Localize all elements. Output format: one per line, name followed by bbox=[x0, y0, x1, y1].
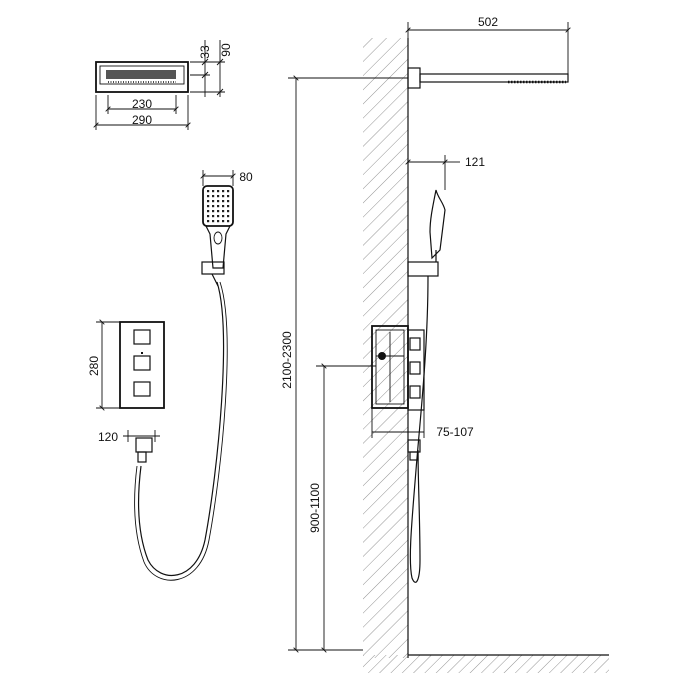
dim-overhead-length: 502 bbox=[408, 15, 568, 74]
floor bbox=[363, 654, 609, 673]
dim-head-outer-width: 290 bbox=[96, 95, 188, 130]
nozzle-dot bbox=[222, 190, 225, 193]
dim-head-inner-width-label: 230 bbox=[132, 97, 152, 111]
nozzle-dot bbox=[212, 205, 215, 208]
overhead-shower-arm bbox=[419, 73, 569, 83]
nozzle-dot bbox=[212, 200, 215, 203]
wall bbox=[363, 38, 409, 658]
nozzle-dot bbox=[217, 195, 220, 198]
nozzle-dot bbox=[212, 195, 215, 198]
dim-handshower-projection: 121 bbox=[408, 155, 485, 190]
nozzle-dot bbox=[207, 200, 210, 203]
nozzle-dot bbox=[207, 205, 210, 208]
mixer-cover-plate bbox=[407, 329, 425, 411]
dim-mixer-height-label: 280 bbox=[87, 356, 101, 376]
nozzle-dot bbox=[207, 195, 210, 198]
head-front-slot bbox=[106, 70, 176, 79]
dim-mixer-height-range: 900-1100 bbox=[308, 366, 376, 650]
nozzle-dot bbox=[222, 200, 225, 203]
handshower-side-head bbox=[429, 189, 446, 260]
handshower-handle bbox=[205, 225, 231, 269]
nozzle-dot bbox=[227, 210, 230, 213]
nozzle-dot bbox=[222, 210, 225, 213]
dim-mixer-depth-label: 75-107 bbox=[436, 425, 474, 439]
nozzle-dot bbox=[212, 215, 215, 218]
handshower-button-icon bbox=[213, 231, 223, 245]
dim-head-heights: 33 90 bbox=[190, 40, 233, 97]
mixer-knob-3 bbox=[133, 381, 151, 397]
wall-outlet-plate bbox=[135, 437, 153, 453]
dim-overhead-length-label: 502 bbox=[478, 15, 498, 29]
nozzle-dot bbox=[222, 205, 225, 208]
nozzle-dot bbox=[217, 220, 220, 223]
nozzle-dot bbox=[227, 215, 230, 218]
handshower-head bbox=[202, 185, 234, 227]
handshower-front bbox=[201, 185, 234, 287]
handshower-nozzle-grid bbox=[207, 190, 230, 223]
nozzle-dot bbox=[227, 200, 230, 203]
mixer-side-knob-2 bbox=[409, 361, 421, 375]
handshower-side-holder bbox=[407, 261, 439, 277]
nozzle-dot bbox=[217, 215, 220, 218]
dim-handshower-width: 80 bbox=[203, 170, 253, 186]
mixer-plate bbox=[119, 321, 165, 409]
nozzle-dot bbox=[207, 220, 210, 223]
dim-head-inner-width: 230 bbox=[108, 95, 176, 114]
wall-outlet-connector bbox=[137, 451, 147, 463]
dim-handshower-projection-label: 121 bbox=[465, 155, 485, 169]
nozzle-dot bbox=[222, 220, 225, 223]
nozzle-dot bbox=[227, 220, 230, 223]
nozzle-dot bbox=[217, 190, 220, 193]
handshower-hose-side bbox=[409, 275, 429, 583]
dim-head-outer-width-label: 290 bbox=[132, 113, 152, 127]
dim-head-height-label: 2100-2300 bbox=[280, 331, 294, 389]
nozzle-dot bbox=[212, 210, 215, 213]
nozzle-dot bbox=[217, 205, 220, 208]
floor-hatch bbox=[363, 655, 609, 673]
mixer-side-knob-1 bbox=[409, 337, 421, 351]
handshower-side bbox=[407, 189, 446, 277]
dim-outlet-width: 120 bbox=[98, 430, 160, 444]
dim-handshower-width-label: 80 bbox=[239, 170, 253, 184]
head-front-inner bbox=[99, 65, 185, 85]
wall-hatch bbox=[363, 38, 408, 658]
nozzle-dot bbox=[222, 215, 225, 218]
nozzle-dot bbox=[222, 195, 225, 198]
wall-outlet-side bbox=[407, 439, 421, 461]
nozzle-dot bbox=[207, 190, 210, 193]
overhead-shower-front bbox=[95, 61, 189, 93]
dim-head-thickness-label: 33 bbox=[198, 45, 212, 59]
head-front-outer bbox=[95, 61, 189, 93]
wall-outlet-front bbox=[135, 437, 153, 463]
dim-mixer-depth: 75-107 bbox=[371, 408, 474, 439]
dim-mixer-height-range-label: 900-1100 bbox=[308, 483, 322, 533]
nozzle-dot bbox=[227, 205, 230, 208]
mixer-side-knob-3 bbox=[409, 385, 421, 399]
dim-mixer-height: 280 bbox=[87, 322, 120, 408]
nozzle-dot bbox=[212, 220, 215, 223]
nozzle-dot bbox=[217, 210, 220, 213]
dim-outlet-width-label: 120 bbox=[98, 430, 118, 444]
nozzle-dot bbox=[212, 190, 215, 193]
mixer-knob-2 bbox=[133, 355, 151, 371]
mixer-front bbox=[119, 321, 165, 409]
mixer-knob-1 bbox=[133, 329, 151, 345]
handshower-holder bbox=[201, 261, 225, 275]
handshower-hose-front bbox=[137, 281, 225, 576]
nozzle-dot bbox=[227, 190, 230, 193]
nozzle-dot bbox=[207, 215, 210, 218]
nozzle-dot bbox=[217, 200, 220, 203]
nozzle-dot bbox=[207, 210, 210, 213]
dim-head-height: 2100-2300 bbox=[280, 78, 408, 650]
nozzle-dot bbox=[227, 195, 230, 198]
overhead-wall-flange bbox=[407, 67, 421, 89]
mixer-side bbox=[371, 325, 425, 411]
overhead-shower-side bbox=[407, 67, 569, 89]
dim-head-total-height-label: 90 bbox=[219, 43, 233, 57]
